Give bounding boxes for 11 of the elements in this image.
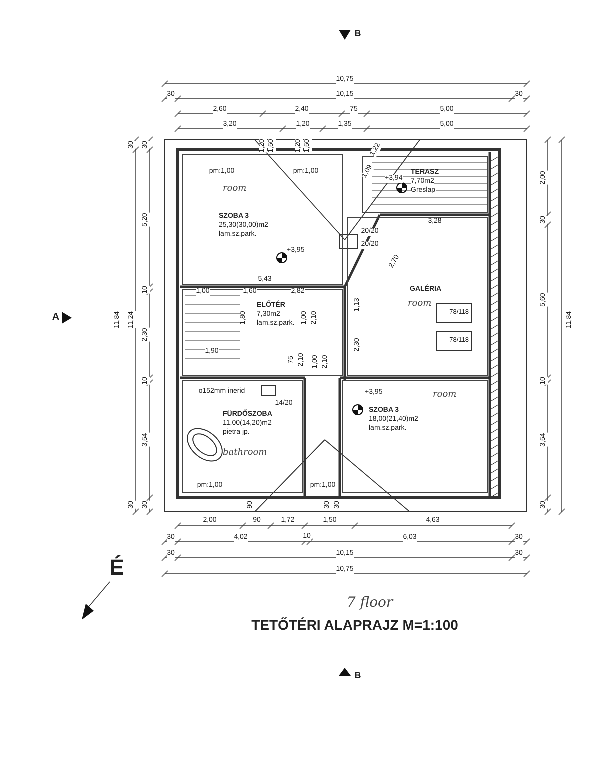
drawing-title: TETŐTÉRI ALAPRAJZ M=1:100 <box>252 617 458 633</box>
handwritten-note: room <box>223 185 247 193</box>
room-area <box>362 156 488 213</box>
section-mark: B <box>354 670 362 682</box>
room-area <box>342 380 488 493</box>
room-area <box>347 217 488 376</box>
section-mark: B <box>354 28 362 40</box>
handwritten-note: bathroom <box>223 449 268 457</box>
handwritten-note: 7 floor <box>346 595 394 611</box>
handwritten-note: room <box>433 391 457 399</box>
handwritten-note: room <box>408 300 432 308</box>
